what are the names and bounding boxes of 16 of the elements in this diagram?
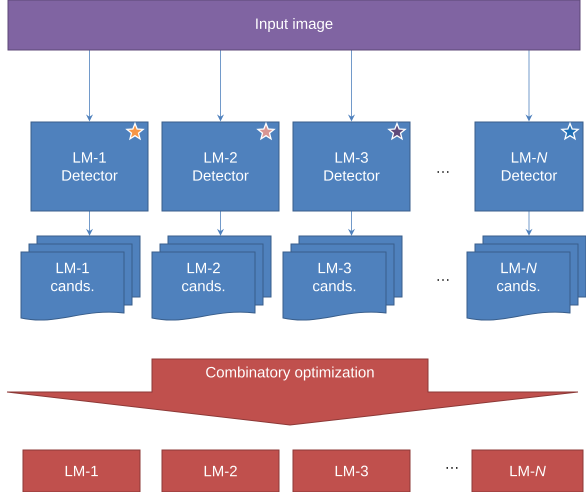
detector-box: LM-1 Detector: [30, 122, 148, 212]
result-box: LM-N: [472, 449, 584, 492]
result-box: LM-3: [292, 449, 410, 492]
document-stack: LM-N cands.: [466, 236, 586, 321]
result-box: LM-2: [162, 449, 280, 492]
document-stack: LM-2 cands.: [152, 236, 272, 321]
detector-box: LM-2 Detector: [162, 122, 280, 212]
document-stack: LM-1 cands.: [20, 236, 140, 321]
ellipsis: …: [438, 171, 448, 173]
document-stack: LM-3 cands.: [282, 236, 402, 321]
detector-box: LM-3 Detector: [292, 122, 410, 212]
result-box: LM-1: [22, 449, 140, 492]
detector-box: LM-N Detector: [474, 122, 584, 212]
ellipsis: …: [446, 467, 458, 469]
ellipsis: …: [438, 279, 448, 281]
input-band: Input image: [8, 0, 580, 50]
